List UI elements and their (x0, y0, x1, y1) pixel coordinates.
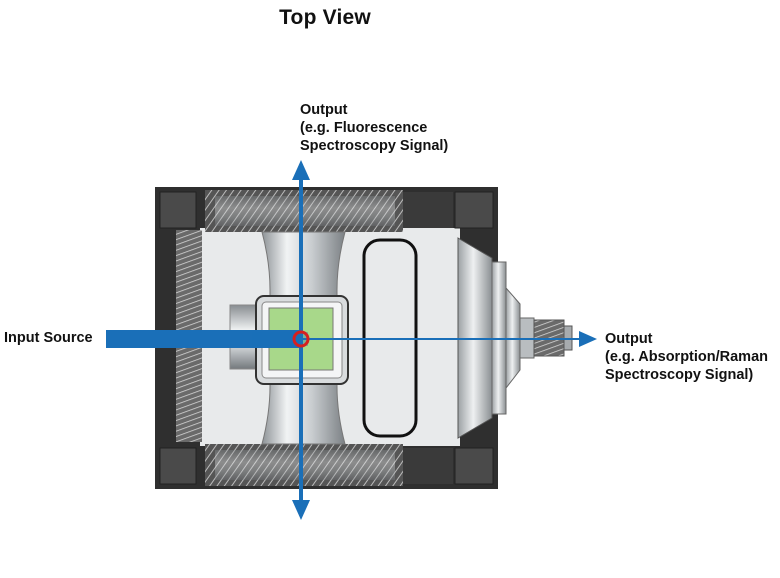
output-top-line2: (e.g. Fluorescence (300, 120, 428, 136)
diagram-title: Top View (279, 6, 371, 29)
output-right-line1: Output (605, 331, 653, 347)
output-right-line3: Spectroscopy Signal) (605, 367, 754, 383)
output-right-line2: (e.g. Absorption/Raman (605, 349, 768, 365)
input-beam (106, 330, 308, 348)
fluorescence-output-arrow (292, 160, 310, 520)
focal-point-marker (292, 330, 310, 348)
output-top-line1: Output (300, 102, 348, 118)
output-fluorescence-label: Output (e.g. Fluorescence Spectroscopy S… (300, 101, 448, 155)
absorption-output-arrow (301, 331, 597, 347)
output-absorption-label: Output (e.g. Absorption/Raman Spectrosco… (605, 330, 768, 384)
output-top-line3: Spectroscopy Signal) (300, 138, 449, 154)
input-source-label: Input Source (4, 330, 93, 346)
